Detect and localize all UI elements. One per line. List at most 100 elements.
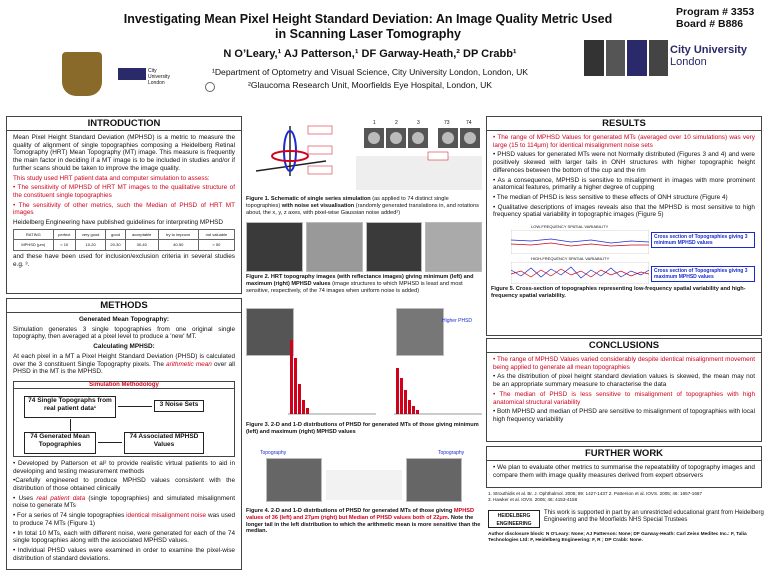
table-cell: RATING	[13, 228, 54, 241]
topography-image	[246, 222, 303, 272]
city-logo-line2: London	[670, 56, 707, 68]
fig5-legend-min: Cross section of Topographies giving 3 m…	[651, 232, 755, 249]
methods-b1: • Developed by Patterson et al² to provi…	[13, 459, 235, 475]
reference-line: 1. Strouthidis et al. Br. J. Ophthalmol.…	[488, 491, 703, 496]
references: 1. Strouthidis et al. Br. J. Ophthalmol.…	[488, 491, 764, 502]
results-heading: RESULTS	[487, 117, 761, 131]
fig5-legend-max: Cross section of Topographies giving 3 m…	[651, 266, 755, 283]
intro-p4: and these have been used for inclusion/e…	[13, 253, 235, 268]
phsd-map-min	[246, 308, 294, 356]
reflectance-image	[305, 222, 363, 272]
diagram-box-generated-mt: 74 Generated Mean Topographies	[24, 431, 96, 454]
further-work-panel: FURTHER WORK • We plan to evaluate other…	[486, 446, 762, 488]
methods-panel: METHODS Generated Mean Topography: Simul…	[6, 298, 242, 570]
methods-p2-tail: over all PHSD in the MT is the MPHSD.	[13, 360, 235, 376]
fig4-map-right	[406, 458, 462, 502]
methods-b3-text: • Uses	[13, 494, 37, 502]
methods-b6: • Individual PHSD values were examined i…	[13, 546, 235, 562]
introduction-heading: INTRODUCTION	[7, 117, 241, 131]
table-cell: very good	[74, 228, 107, 241]
figure-1: 1 2 3 73 74	[246, 116, 482, 196]
figure-3-caption: Figure 3. 2-D and 1-D distributions of P…	[246, 422, 482, 436]
support-statement: This work is supported in part by an unr…	[544, 510, 764, 524]
methods-b3-tail: (single topographies) and simulated misa…	[13, 494, 235, 510]
results-r2: • PHSD values for generated MTs were not…	[493, 151, 755, 174]
fig1-label-1: 1	[373, 120, 376, 126]
diagram-box-noise-sets: 3 Noise Sets	[154, 399, 204, 412]
fig4-map-left	[266, 458, 322, 502]
methods-p1: Simulation generates 3 single topographi…	[13, 325, 235, 341]
methods-p2: At each pixel in a MT a Pixel Height Sta…	[13, 353, 235, 376]
phsd-map-max	[396, 308, 444, 356]
board-label: Board # B886	[676, 18, 744, 30]
conclusions-c1: • The range of MPHSD Values varied consi…	[493, 356, 755, 371]
heidelberg-logo: HEIDELBERG ENGINEERING	[488, 510, 540, 528]
conclusions-panel: CONCLUSIONS • The range of MPHSD Values …	[486, 338, 762, 442]
city-small-logo-text: City University London	[148, 68, 170, 86]
fig1-label-74: 74	[466, 120, 472, 126]
table-cell: > 50	[197, 239, 236, 252]
crest-logo	[62, 52, 102, 96]
figure-1-schematic	[255, 125, 482, 190]
authors: N O’Leary,¹ AJ Patterson,¹ DF Garway-Hea…	[223, 48, 517, 60]
methods-sub2: Calculating MPHSD:	[93, 343, 155, 351]
fig4-cap-bold: Figure 4. 2-D and 1-D distributions of P…	[246, 508, 454, 514]
methods-b4-tail: was used to produce 74 MTs (Figure 1)	[13, 512, 235, 527]
affiliation-1: ¹Department of Optometry and Visual Scie…	[211, 67, 529, 77]
fig2-cap-bold: Figure 2. HRT topography images (with re…	[246, 274, 474, 287]
table-cell: 20-30	[105, 239, 126, 252]
methods-p2-emph: arithmetic mean	[166, 360, 212, 368]
methods-b4: • For a series of 74 single topographies…	[13, 512, 235, 527]
results-r1: • The range of MPHSD Values for generate…	[493, 134, 755, 149]
methods-b4-text: • For a series of 74 single topographies	[13, 512, 127, 520]
diagram-box-mphsd-values: 74 Associated MPHSD Values	[124, 431, 204, 454]
topography-image	[365, 222, 423, 272]
results-r4: • The median of PHSD is less sensitive t…	[493, 193, 728, 201]
table-cell: try to improve	[157, 228, 199, 241]
table-cell: 30-40	[124, 239, 159, 252]
moorfields-icon	[205, 82, 215, 92]
table-cell: acceptable	[124, 228, 159, 241]
fig1-cap-bold2: with noise set visualisation	[281, 202, 355, 209]
figure-2-images	[246, 222, 482, 272]
program-number: Program # 3353 Board # B886	[676, 6, 754, 30]
figure-4: Topography Topography	[246, 450, 482, 502]
fig1-label-2: 2	[395, 120, 398, 126]
figure-5-caption: Figure 5. Cross-section of topographies …	[487, 284, 761, 302]
fig4-cap-red: MPHSD values of 36 (left) and 27μm (righ…	[246, 508, 475, 521]
figure-5: LOW-FREQUENCY SPATIAL VARIABILITY HIGH-F…	[491, 224, 757, 285]
figure-3: Higher PHSD	[246, 308, 482, 418]
methods-b3-emph: real patient data	[36, 494, 86, 502]
diagram-box-single-topographs: 74 Single Topographs from real patient d…	[24, 395, 116, 418]
table-cell: MPHSD (μm)	[13, 239, 54, 252]
program-label: Program # 3353	[676, 6, 755, 18]
reflectance-image	[425, 222, 482, 272]
city-logo-line1: City University	[670, 44, 748, 56]
results-panel: RESULTS • The range of MPHSD Values for …	[486, 116, 762, 336]
table-cell: good	[105, 228, 126, 241]
figure-4-caption: Figure 4. 2-D and 1-D distributions of P…	[246, 508, 482, 535]
intro-b1: • The sensitivity of MPHSD of HRT MT ima…	[13, 184, 235, 199]
table-cell: 10-20	[74, 239, 107, 252]
fig5-title-high: HIGH-FREQUENCY SPATIAL VARIABILITY	[531, 256, 610, 262]
intro-p2: This study used HRT patient data and com…	[13, 174, 210, 182]
methods-p2-text: At each pixel in a MT a Pixel Height Sta…	[13, 352, 235, 368]
city-logo-text: City University London	[670, 44, 747, 68]
results-r3: • As a consequence, MPHSD is sensitive t…	[493, 176, 755, 192]
methods-b5: • In total 10 MTs, each with different n…	[13, 529, 235, 545]
methods-sub1: Generated Mean Topography:	[78, 316, 170, 323]
fig1-cap-bold: Figure 1. Schematic of single series sim…	[246, 196, 371, 202]
fig5-cap-bold: Figure 5. Cross-section of topographies …	[491, 286, 746, 299]
simulation-title: Simulation Methodology	[14, 382, 234, 389]
poster-title: Investigating Mean Pixel Height Standard…	[123, 12, 613, 41]
intro-b2: • The sensitivity of other metrics, such…	[13, 201, 235, 217]
table-cell: 40-50	[157, 239, 199, 252]
figure-1-caption: Figure 1. Schematic of single series sim…	[246, 196, 482, 216]
intro-p1: Mean Pixel Height Standard Deviation (MP…	[13, 134, 235, 172]
conclusions-heading: CONCLUSIONS	[487, 339, 761, 353]
fig2-cap-rest: (image structures to which MPHSD is leas…	[246, 280, 463, 294]
city-logo-big	[584, 40, 668, 76]
methods-b3: • Uses real patient data (single topogra…	[13, 495, 235, 510]
table-cell: < 10	[52, 239, 76, 252]
diagram-arrow	[70, 418, 71, 431]
